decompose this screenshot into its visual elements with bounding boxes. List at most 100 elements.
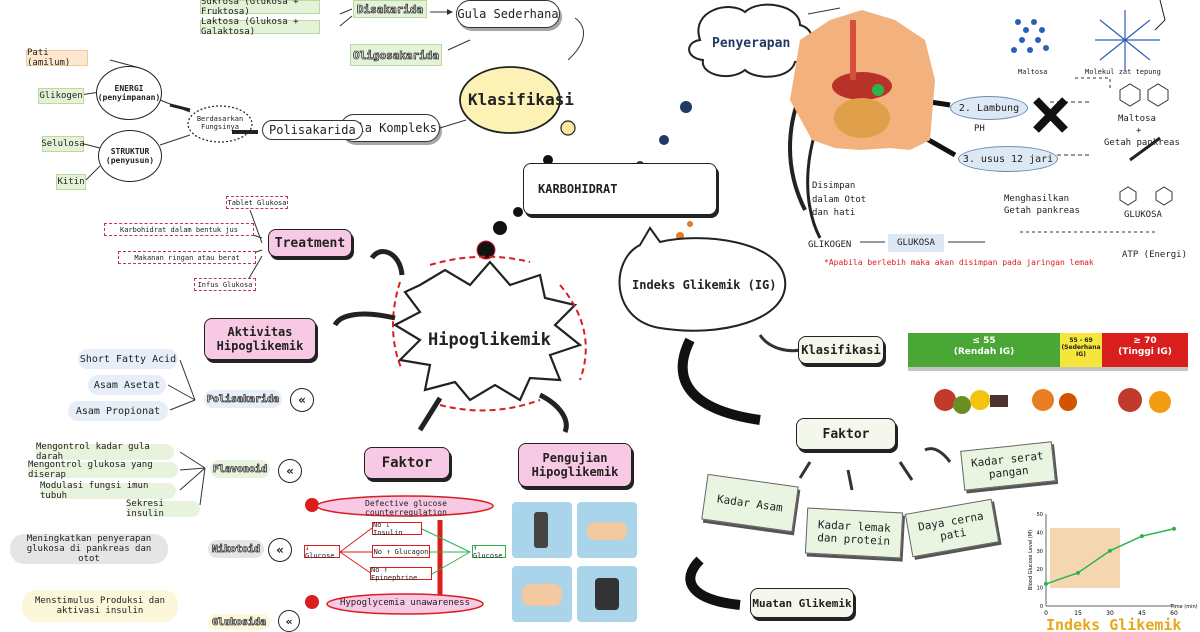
defective-label: Defective glucose counterregulation bbox=[365, 499, 447, 517]
nikotoid-item: Meningkatkan penyerapan glukosa di pankr… bbox=[10, 534, 168, 564]
line bbox=[169, 399, 196, 411]
flavonoid-item-3: Modulasi fungsi imun tubuh bbox=[40, 481, 176, 501]
chevron-left-icon: « bbox=[290, 388, 314, 412]
treatment-title: Treatment bbox=[268, 229, 352, 257]
unawareness-label: Hypoglycemia unawareness bbox=[339, 598, 471, 608]
ig-faktor: Faktor bbox=[796, 418, 896, 450]
x-mark bbox=[1033, 97, 1068, 133]
sukrosa: Sukrosa (Glukosa + Fruktosa) bbox=[200, 0, 320, 17]
test-photo-1 bbox=[512, 502, 572, 558]
x-tick-label: 0 bbox=[1044, 610, 1048, 617]
line bbox=[199, 467, 206, 506]
ig-low-value: ≤ 55 bbox=[972, 336, 996, 346]
pati: Pati (amilum) bbox=[26, 48, 88, 68]
line bbox=[339, 15, 353, 27]
karbohidrat-title: KARBOHIDRAT bbox=[538, 182, 618, 196]
bubble-dot bbox=[476, 240, 496, 260]
defective-ellipse bbox=[316, 495, 494, 517]
line bbox=[179, 467, 206, 491]
penyerapan-title: Penyerapan bbox=[712, 36, 791, 51]
test-photo-3 bbox=[512, 566, 572, 622]
line bbox=[179, 467, 206, 471]
aktivitas-glukosida: Glukosida bbox=[208, 614, 270, 630]
bubble-dot bbox=[513, 207, 523, 217]
molecule-dots bbox=[1011, 19, 1049, 53]
struktur-sub: (penyusun) bbox=[105, 156, 155, 165]
disakarida: Disakarida bbox=[353, 0, 427, 18]
hexagon-pair bbox=[1119, 83, 1169, 107]
ig-mid-sub: (Sederhana IG) bbox=[1061, 344, 1101, 359]
line bbox=[249, 209, 263, 244]
glukosa-2-label: GLUKOSA bbox=[1124, 210, 1162, 220]
data-point bbox=[1044, 581, 1048, 586]
line bbox=[567, 17, 584, 61]
line bbox=[339, 527, 373, 553]
line bbox=[83, 143, 101, 149]
getah-label: Getah pankreas bbox=[1104, 138, 1180, 148]
ig-scale bbox=[908, 367, 1188, 371]
bubble-dot bbox=[659, 135, 669, 145]
esophagus bbox=[850, 20, 856, 80]
aktivitas-poli-3: Asam Propionat bbox=[68, 401, 168, 421]
hipoglikemik-burst bbox=[392, 260, 583, 402]
data-point bbox=[1076, 570, 1080, 575]
disimpan-label: Disimpan dalam Otot dan hati bbox=[812, 181, 867, 218]
burst-accent bbox=[392, 281, 403, 371]
treatment-item-2: Karbohidrat dalam bentuk jus bbox=[104, 223, 254, 236]
laktosa: Laktosa (Glukosa + Galaktosa) bbox=[200, 17, 320, 37]
bubble-dot bbox=[543, 155, 553, 165]
data-point bbox=[1172, 526, 1176, 531]
atp-label: ATP (Energi) bbox=[1122, 250, 1188, 260]
food-papaya bbox=[1032, 389, 1054, 411]
bullet bbox=[305, 498, 319, 512]
y-axis-label: Blood Glucose Level (M) bbox=[1028, 530, 1034, 590]
ig-low-label: ≤ 55 (Rendah IG) bbox=[908, 336, 1060, 358]
arrow bbox=[924, 447, 952, 463]
bullet bbox=[305, 595, 319, 609]
line bbox=[807, 7, 841, 15]
arrow bbox=[758, 334, 801, 353]
gula-sederhana: Gula Sederhana bbox=[456, 0, 560, 28]
intestine bbox=[834, 98, 890, 138]
ig-mid-bar bbox=[1060, 333, 1102, 367]
aktivitas-polisakarida: Polisakarida bbox=[204, 390, 282, 408]
selulosa: Selulosa bbox=[41, 136, 85, 152]
maltosa: Maltosa bbox=[1118, 114, 1156, 124]
arrow bbox=[417, 396, 443, 432]
y-tick-label: 10 bbox=[1037, 586, 1043, 592]
ig-high-sub: (Tinggi IG) bbox=[1118, 346, 1172, 357]
aktivitas-poli-1: Short Fatty Acid bbox=[78, 349, 178, 369]
y-tick-label: 0 bbox=[1040, 604, 1043, 610]
menghasilkan-label: Menghasilkan Getah pankreas bbox=[1004, 194, 1080, 216]
food-donut bbox=[1059, 393, 1077, 411]
bubble-dot bbox=[680, 101, 692, 113]
treatment-item-4: Infus Glukosa bbox=[194, 278, 256, 291]
ig-kadar-lemak: Kadar lemak dan protein bbox=[804, 507, 904, 559]
test-photo-4 bbox=[577, 566, 637, 622]
food-pineapple bbox=[1149, 391, 1171, 413]
line bbox=[159, 134, 191, 146]
oligosakarida: Oligosakarida bbox=[350, 44, 442, 66]
line bbox=[1154, 0, 1166, 31]
stomach-marker bbox=[872, 84, 884, 96]
kitin: Kitin bbox=[56, 174, 86, 190]
x-tick-label: 60 bbox=[1170, 610, 1178, 617]
chevron-left-icon: « bbox=[278, 459, 302, 483]
energi-circle: ENERGI (penyimpanan) bbox=[96, 66, 162, 120]
burst-accent bbox=[429, 255, 531, 266]
up-glucose: ↑ Glucose bbox=[472, 544, 506, 560]
line bbox=[431, 551, 471, 575]
data-point bbox=[1108, 548, 1112, 553]
bubble-dot bbox=[493, 221, 507, 235]
food-veg bbox=[953, 396, 971, 414]
data-point bbox=[1140, 534, 1144, 539]
unawareness-ellipse bbox=[326, 593, 484, 615]
y-tick-label: 30 bbox=[1037, 549, 1043, 555]
line bbox=[179, 451, 206, 469]
ig-title: Indeks Glikemik (IG) bbox=[632, 278, 777, 292]
line bbox=[179, 359, 196, 401]
aktivitas-flavonoid: Flavonoid bbox=[210, 460, 270, 478]
burst-accent bbox=[439, 399, 541, 412]
